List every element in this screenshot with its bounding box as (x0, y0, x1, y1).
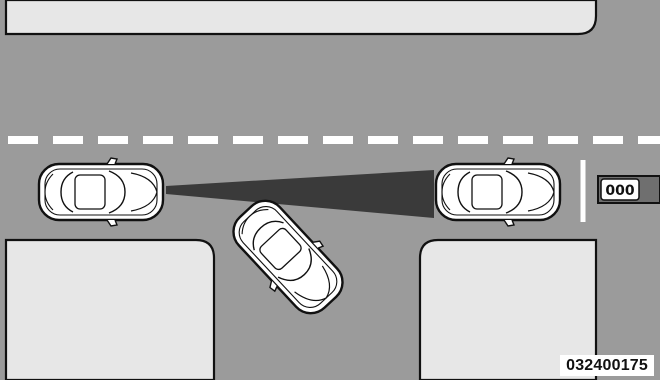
meter-label: 000 (605, 183, 634, 199)
car-parked-right (436, 158, 560, 226)
parking-meter: 000 (598, 176, 660, 203)
sidewalk-block-bottom-left (6, 240, 214, 380)
car-left (39, 158, 163, 226)
figure-id-label: 032400175 (560, 355, 654, 376)
sidewalk-block-top (6, 0, 596, 34)
